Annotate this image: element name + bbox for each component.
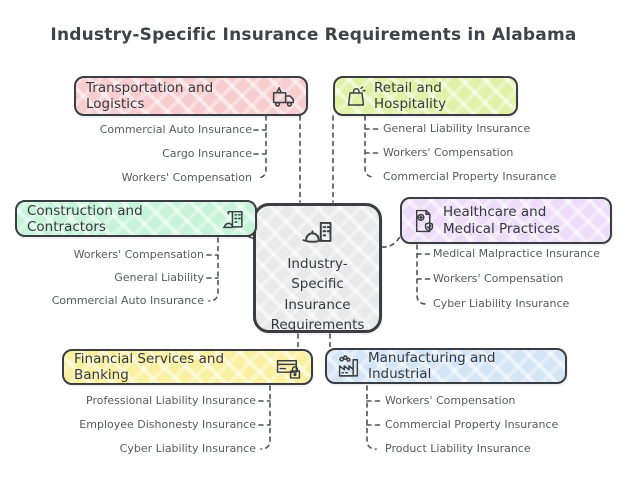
branch-label: Retail and Hospitality: [374, 80, 447, 112]
branch-node-construction: Construction and Contractors: [15, 200, 257, 237]
leaf-item: Commercial Auto Insurance: [51, 294, 204, 307]
leaf-item: General Liability Insurance: [383, 122, 531, 135]
connector-transportation-leaves: [253, 115, 267, 179]
leaf-item: Commercial Property Insurance: [383, 170, 557, 183]
hard-hat-building-icon: [300, 219, 336, 249]
leaf-item: Commercial Auto Insurance: [99, 123, 252, 136]
connector-healthcare-center: [381, 234, 402, 248]
central-node: Industry- Specific Insurance Requirement…: [253, 203, 382, 333]
connector-retail-leaves: [364, 115, 382, 178]
leaf-item: Cargo Insurance: [162, 147, 252, 160]
leaf-item: Commercial Property Insurance: [385, 418, 559, 431]
diagram-title: Industry-Specific Insurance Requirements…: [50, 25, 577, 45]
branch-label: Healthcare and Medical Practices: [443, 203, 560, 237]
shopping-bag-icon: [345, 85, 367, 107]
connector-financial-leaves: [258, 385, 271, 450]
leaf-item: Cyber Liability Insurance: [433, 297, 570, 310]
building-crane-icon: [222, 208, 245, 230]
leaf-item: General Liability: [114, 271, 204, 284]
leaf-item: Employee Dishonesty Insurance: [79, 418, 256, 431]
leaf-item: Workers' Compensation: [383, 146, 514, 159]
branch-node-financial: Financial Services and Banking: [62, 349, 313, 385]
leaf-item: Cyber Liability Insurance: [119, 442, 256, 455]
connector-healthcare-leaves: [416, 244, 431, 305]
leaf-item: Workers' Compensation: [433, 272, 564, 285]
branch-label: Manufacturing and Industrial: [368, 350, 496, 382]
branch-node-transportation: Transportation and Logistics: [74, 76, 308, 116]
branch-label: Construction and Contractors: [27, 202, 143, 235]
leaf-item: Professional Liability Insurance: [86, 394, 256, 407]
branch-label: Financial Services and Banking: [74, 351, 225, 383]
delivery-truck-icon: [272, 85, 296, 107]
connector-construction-leaves: [206, 237, 219, 302]
central-node-label: Industry- Specific Insurance Requirement…: [270, 256, 365, 333]
branch-node-retail: Retail and Hospitality: [333, 76, 518, 116]
credit-card-lock-icon: [276, 356, 301, 379]
leaf-item: Workers' Compensation: [385, 394, 516, 407]
medical-document-shield-icon: [412, 208, 436, 234]
leaf-item: Workers' Compensation: [73, 248, 204, 261]
leaf-item: Product Liability Insurance: [385, 442, 531, 455]
branch-label: Transportation and Logistics: [86, 80, 214, 112]
leaf-item: Workers' Compensation: [121, 171, 252, 184]
branch-node-manufacturing: Manufacturing and Industrial: [325, 348, 567, 384]
branch-node-healthcare: Healthcare and Medical Practices: [400, 197, 612, 244]
factory-icon: [337, 354, 361, 378]
connector-manufacturing-leaves: [366, 385, 383, 450]
leaf-item: Medical Malpractice Insurance: [433, 247, 600, 260]
